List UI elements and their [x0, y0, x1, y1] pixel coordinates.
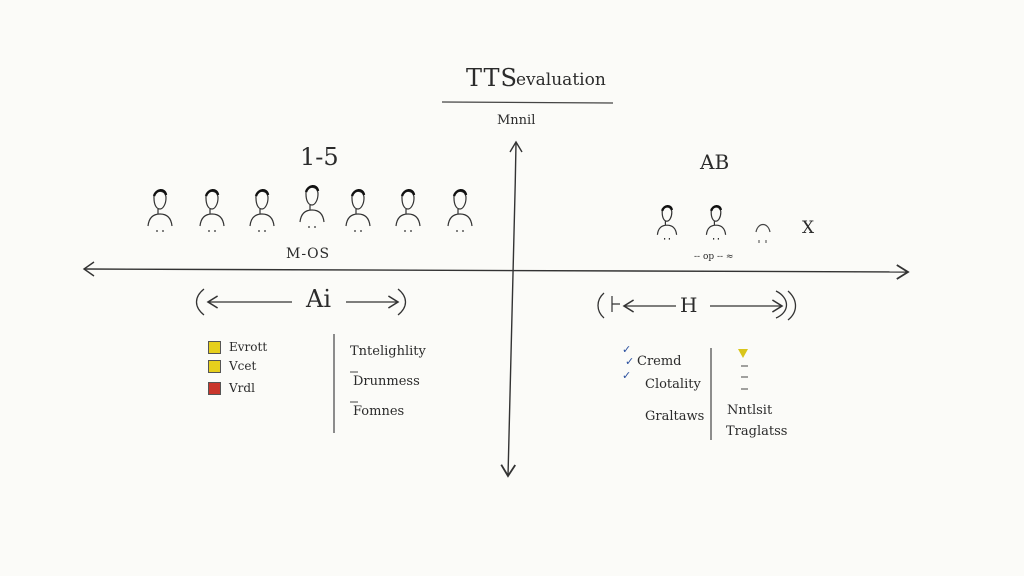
- right-arc-mark: [755, 223, 771, 233]
- legend-item: Vrdl: [208, 381, 255, 395]
- legend-swatch: [208, 340, 221, 354]
- listener-icon: [345, 189, 371, 232]
- h-left-tick: [611, 296, 620, 312]
- listener-icon: [705, 205, 727, 240]
- left-scale-label: 1-5: [300, 143, 339, 171]
- legend-item: Vcet: [208, 359, 256, 373]
- metric-label: Tntelighlity: [350, 344, 426, 359]
- listener-icon: [299, 185, 325, 228]
- vertical-axis-top-head: [509, 140, 523, 153]
- criterion-label: Cremd: [637, 354, 682, 369]
- horizontal-axis-left-head: [82, 261, 95, 277]
- metric-label: Fomnes: [353, 404, 405, 419]
- check-icon: ✓: [625, 355, 635, 368]
- listener-icon: [199, 189, 225, 232]
- h-right-bracket-outer: [787, 290, 797, 321]
- legend-swatch: [208, 381, 221, 395]
- check-icon: ✓: [622, 369, 632, 382]
- note-label: Traglatss: [726, 424, 788, 439]
- vertical-axis: [500, 142, 517, 478]
- subtitle: Mnnil: [497, 113, 536, 128]
- right-x-mark: X: [802, 218, 815, 238]
- horizontal-axis: [83, 264, 910, 280]
- ai-right-bracket: [397, 288, 407, 316]
- note-label: Nntlsit: [727, 403, 773, 418]
- listener-icon: [656, 205, 678, 240]
- right-arc-ticks: [758, 240, 767, 243]
- legend-swatch: [208, 359, 221, 373]
- left-axis-label: M-OS: [286, 246, 331, 262]
- check-icon: ✓: [622, 343, 632, 356]
- left-arrow-label: Ai: [306, 285, 332, 313]
- listener-icon: [447, 189, 473, 232]
- left-listeners: [147, 185, 473, 232]
- legend-label: Evrott: [229, 340, 268, 354]
- right-scale-label: AB: [700, 150, 730, 174]
- ai-left-bracket: [195, 288, 205, 316]
- title-sub: evaluation: [516, 70, 606, 90]
- criterion-label: Clotality: [645, 377, 701, 392]
- listener-icon: [147, 189, 173, 232]
- title-main: TTS: [466, 64, 518, 92]
- h-left-bracket: [597, 292, 605, 319]
- right-listeners: [656, 205, 727, 240]
- metric-label: Drunmess: [353, 374, 420, 389]
- legend-label: Vcet: [229, 359, 257, 373]
- title-underline: [441, 101, 614, 104]
- legend-item: Evrott: [208, 340, 267, 354]
- listener-icon: [249, 189, 275, 232]
- triangle-marker-icon: [738, 349, 748, 358]
- legend-label: Vrdl: [229, 381, 255, 395]
- h-right-bracket: [775, 290, 788, 319]
- listener-icon: [395, 189, 421, 232]
- criterion-label: Graltaws: [645, 409, 705, 424]
- right-axis-label: -- op -- ≈: [694, 252, 734, 262]
- right-arrow-label: H: [680, 293, 698, 317]
